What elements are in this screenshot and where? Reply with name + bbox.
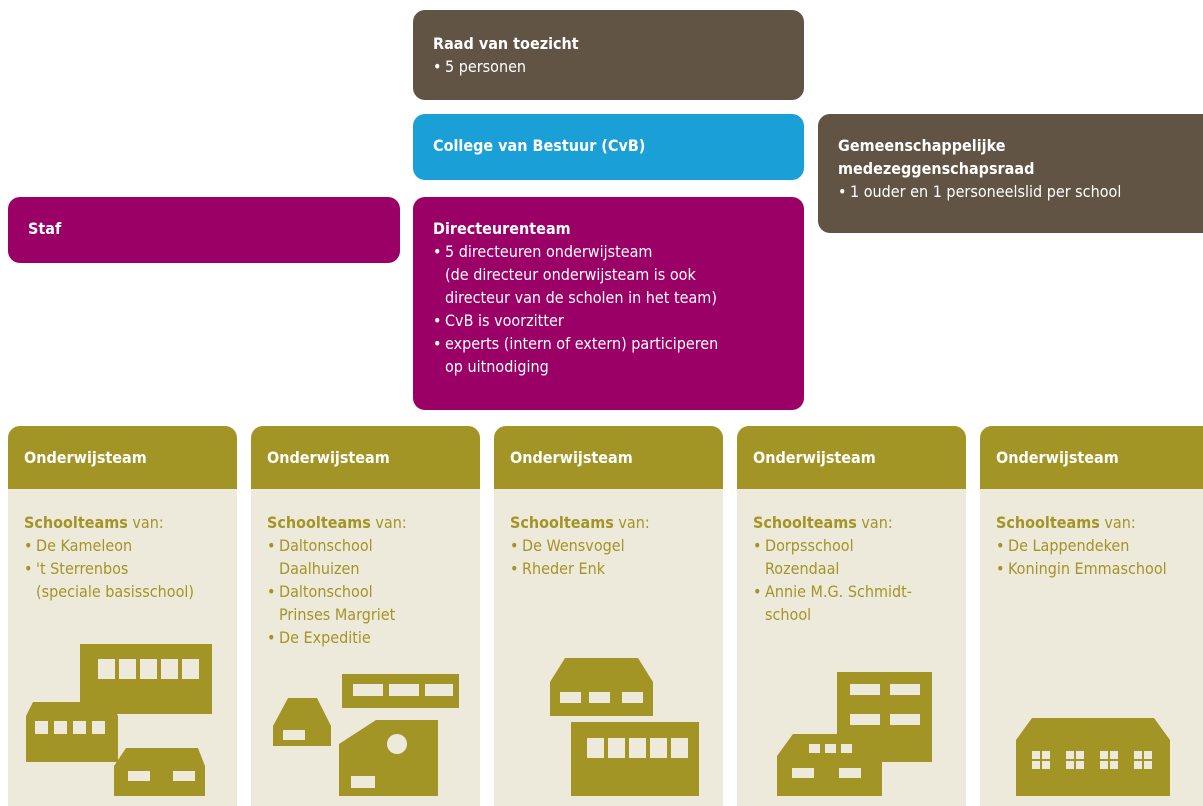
gmr-title-line2: medezeggenschapsraad [838,159,1035,178]
school-item: Rheder Enk [510,557,707,580]
schoolteams-label: Schoolteams van: [996,511,1187,534]
schoolteams-label-bold: Schoolteams [267,513,371,532]
school-item: Koningin Emmaschool [996,557,1187,580]
item-line: experts (intern of extern) participeren [445,334,719,353]
college-van-bestuur-title: College van Bestuur (CvB) [433,136,646,155]
onderwijsteam-card-5: Onderwijsteam Schoolteams van: De Lappen… [980,426,1203,806]
school-item: De Expeditie [267,626,464,649]
schoolteams-label-rest: van: [613,513,650,532]
onderwijsteam-card-2: Onderwijsteam Schoolteams van: Daltonsch… [251,426,480,806]
item-line: 5 directeuren onderwijsteam [445,242,653,261]
school-list: De Lappendeken Koningin Emmaschool [996,534,1187,580]
school-list: De Kameleon 't Sterrenbos (speciale basis… [24,534,221,603]
directeurenteam-box: Directeurenteam 5 directeuren onderwijst… [413,197,804,410]
school-line: school [765,605,812,624]
schoolteams-label: Schoolteams van: [24,511,221,534]
school-list: De Wensvogel Rheder Enk [510,534,707,580]
schoolteams-label-rest: van: [856,513,893,532]
schoolteams-label-bold: Schoolteams [24,513,128,532]
school-line: Prinses Margriet [279,605,396,624]
school-line: Daalhuizen [279,559,360,578]
schoolteams-label: Schoolteams van: [267,511,464,534]
item-line: CvB is voorzitter [445,311,564,330]
onderwijsteam-header: Onderwijsteam [980,426,1203,489]
schoolteams-body: Schoolteams van: De Lappendeken Koningin… [980,489,1203,580]
onderwijsteam-header: Onderwijsteam [737,426,966,489]
schoolteams-label: Schoolteams van: [753,511,950,534]
raad-van-toezicht-item: 5 personen [433,55,784,78]
schoolteams-label-rest: van: [1099,513,1136,532]
school-line: De Wensvogel [522,536,625,555]
schoolteams-label-bold: Schoolteams [996,513,1100,532]
onderwijsteam-card-4: Onderwijsteam Schoolteams van: Dorpsscho… [737,426,966,806]
school-line: De Expeditie [279,628,371,647]
gmr-box: Gemeenschappelijke medezeggenschapsraad … [818,114,1203,233]
school-item: 't Sterrenbos (speciale basisschool) [24,557,221,603]
school-line: (speciale basisschool) [36,582,195,601]
school-line: Daltonschool [279,582,373,601]
raad-van-toezicht-title: Raad van toezicht [433,34,579,53]
school-line: De Lappendeken [1008,536,1130,555]
school-line: De Kameleon [36,536,133,555]
schoolteams-label-bold: Schoolteams [753,513,857,532]
onderwijsteam-header: Onderwijsteam [494,426,723,489]
item-line: directeur van de scholen in het team) [445,288,717,307]
staf-title: Staf [28,219,62,238]
school-line: Koningin Emmaschool [1008,559,1167,578]
schoolteams-label-rest: van: [370,513,407,532]
schoolteams-body: Schoolteams van: De Kameleon 't Sterrenb… [8,489,237,603]
school-line: Annie M.G. Schmidt- [765,582,912,601]
onderwijsteam-card-3: Onderwijsteam Schoolteams van: De Wensvo… [494,426,723,806]
college-van-bestuur-box: College van Bestuur (CvB) [413,114,804,180]
item-line: (de directeur onderwijsteam is ook [445,265,696,284]
raad-van-toezicht-box: Raad van toezicht 5 personen [413,10,804,100]
school-line: Daltonschool [279,536,373,555]
school-line: Dorpsschool [765,536,854,555]
school-item: De Lappendeken [996,534,1187,557]
directeurenteam-item: CvB is voorzitter [433,309,784,332]
raad-van-toezicht-list: 5 personen [433,55,784,78]
directeurenteam-list: 5 directeuren onderwijsteam (de directeu… [433,240,784,378]
directeurenteam-title: Directeurenteam [433,219,571,238]
school-line: 't Sterrenbos [36,559,129,578]
gmr-list: 1 ouder en 1 personeelslid per school [838,180,1183,203]
item-line: op uitnodiging [445,357,549,376]
schoolteams-label-bold: Schoolteams [510,513,614,532]
schoolteams-body: Schoolteams van: DaltonschoolDaalhuizen … [251,489,480,649]
schoolteams-label: Schoolteams van: [510,511,707,534]
onderwijsteam-header: Onderwijsteam [8,426,237,489]
schoolteams-label-rest: van: [127,513,164,532]
gmr-title-line1: Gemeenschappelijke [838,136,1006,155]
school-item: Annie M.G. Schmidt-school [753,580,950,626]
school-line: Rozendaal [765,559,840,578]
schoolteams-body: Schoolteams van: De Wensvogel Rheder Enk [494,489,723,580]
directeurenteam-item: 5 directeuren onderwijsteam (de directeu… [433,240,784,309]
onderwijsteam-header: Onderwijsteam [251,426,480,489]
onderwijsteam-card-1: Onderwijsteam Schoolteams van: De Kamele… [8,426,237,806]
school-item: De Kameleon [24,534,221,557]
gmr-item: 1 ouder en 1 personeelslid per school [838,180,1183,203]
school-line: Rheder Enk [522,559,606,578]
school-item: De Wensvogel [510,534,707,557]
directeurenteam-item: experts (intern of extern) participeren … [433,332,784,378]
staf-box: Staf [8,197,400,263]
